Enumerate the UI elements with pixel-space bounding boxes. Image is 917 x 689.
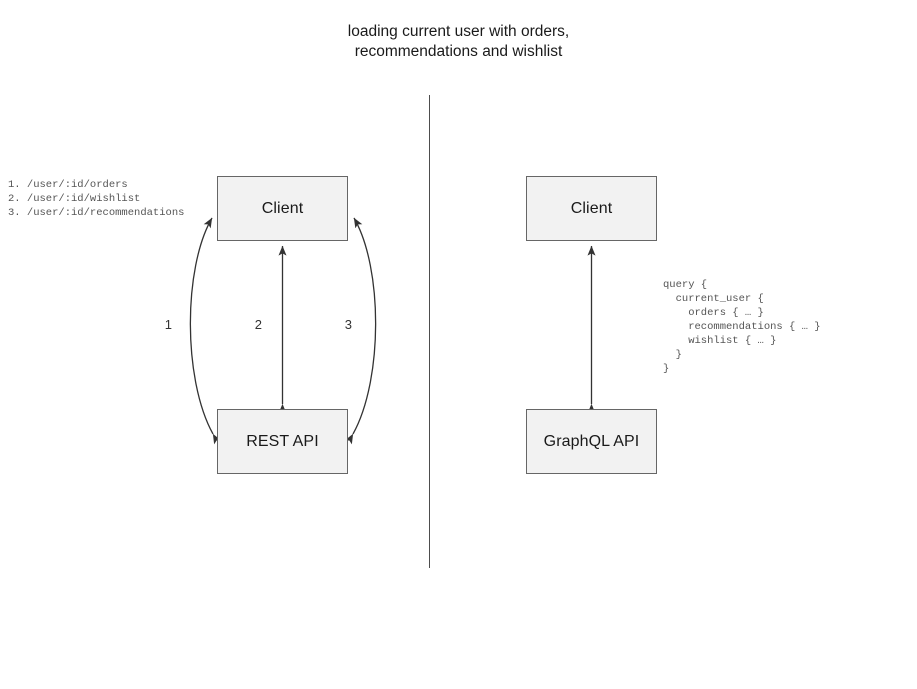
node-graphql-client-label: Client — [570, 199, 613, 217]
rest-endpoint-list: 1. /user/:id/orders 2. /user/:id/wishlis… — [8, 179, 185, 219]
node-rest-client[interactable]: Client — [217, 176, 348, 241]
node-rest-api-label: REST API — [246, 432, 319, 450]
edge-label-2: 2 — [254, 317, 262, 332]
node-graphql-client[interactable]: Client — [526, 176, 657, 241]
node-rest-api[interactable]: REST API — [217, 409, 348, 474]
node-rest-client-label: Client — [261, 199, 304, 217]
node-graphql-api-label: GraphQL API — [543, 432, 640, 450]
node-graphql-api[interactable]: GraphQL API — [526, 409, 657, 474]
edge-label-1: 1 — [164, 317, 172, 332]
edge-label-3: 3 — [344, 317, 352, 332]
graphql-query-block: query { current_user { orders { … } reco… — [663, 279, 821, 375]
rest-edge-1-curve — [189, 217, 222, 445]
page-title: loading current user with orders, recomm… — [347, 23, 570, 60]
rest-edge-3-curve — [344, 217, 377, 445]
vertical-divider — [429, 95, 430, 568]
